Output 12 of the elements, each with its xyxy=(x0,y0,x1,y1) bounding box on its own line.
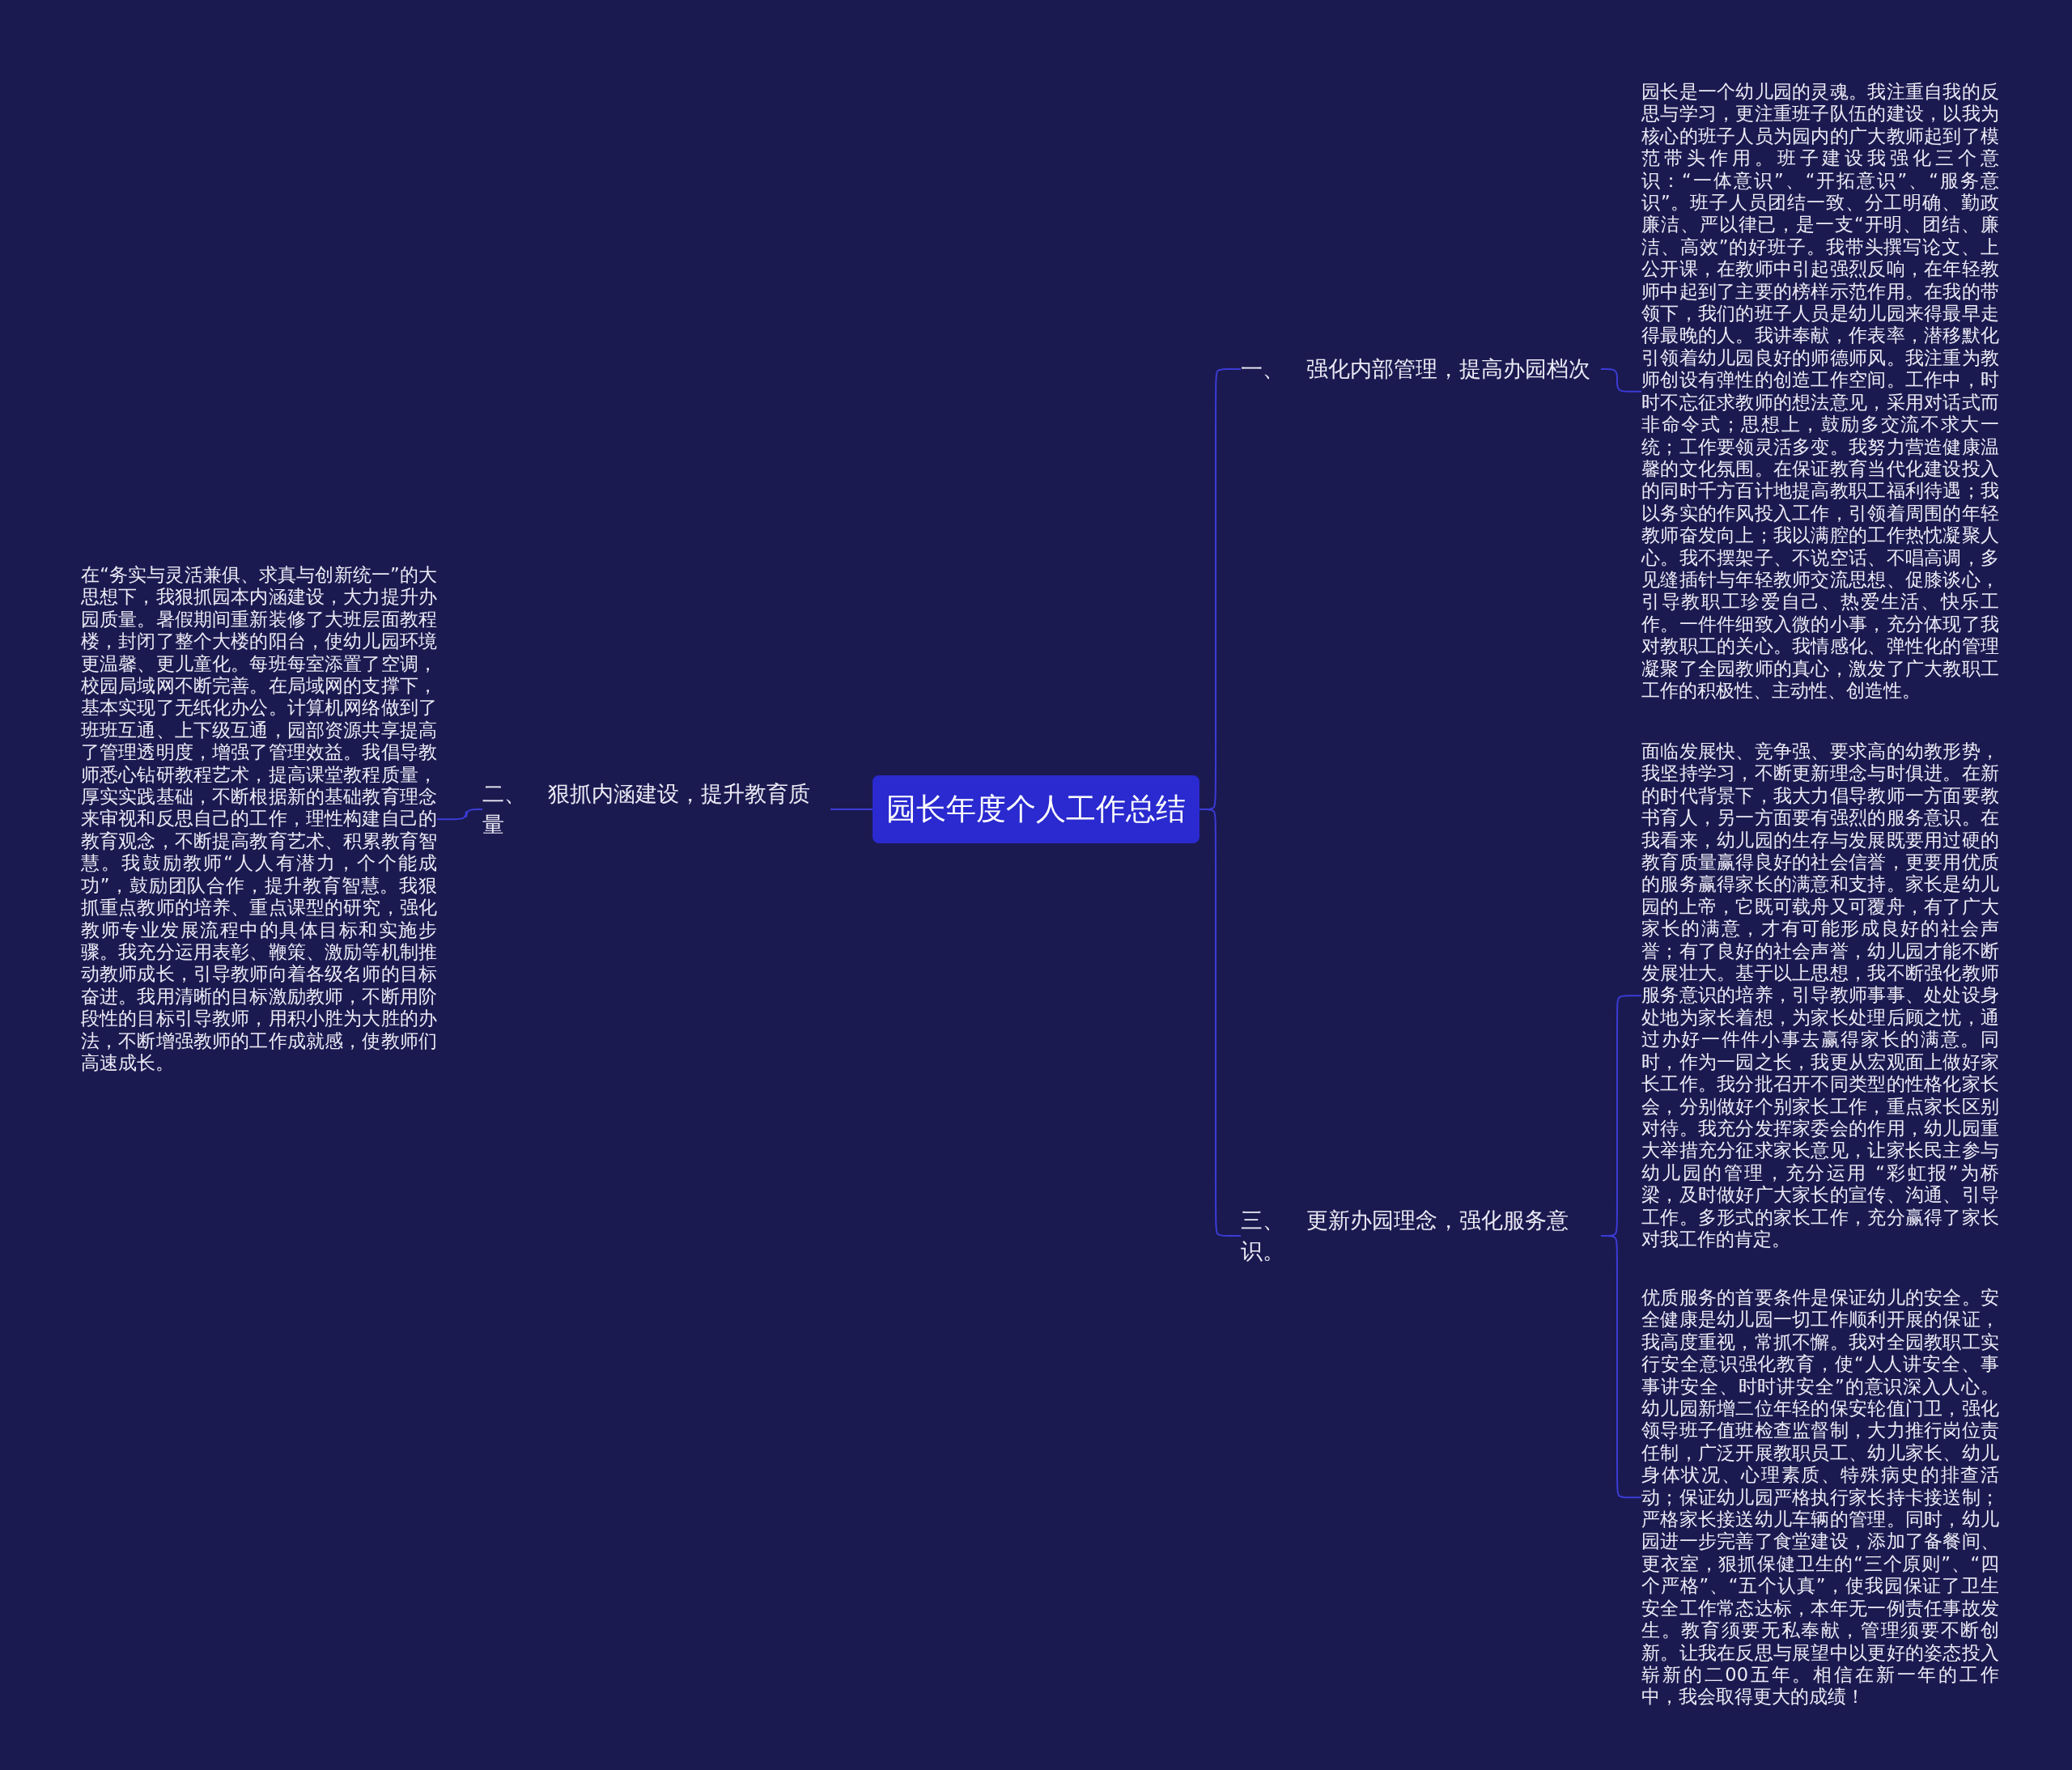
central-topic-box xyxy=(873,775,1199,843)
detail-text: 园长是一个幼儿园的灵魂。我注重自我的反思与学习，更注重班子队伍的建设，以我为核心的班子人员为园内的广大教师起到了模范带头作用。班子建设我强化三个意识：“一体意识”、“开拓意识”、“服务意识”。班子人员团结一致、分工明确、勤政廉洁、严以律已，是一支“开明、团结、廉洁、高效”的好班子。我带头撰写论文、上公开课，在教师中引起强烈反响，在年轻教师中起到了主要的榜样示范作用。在我的带领下，我们的班子人员是幼儿园来得最早走得最晚的人。我讲奉献，作表率，潜移默化引领着幼儿园良好的师德师风。我注重为教师创设有弹性的创造工作空间。工作中，时时不忘征求教师的想法意见，采用对话式而非命令式；思想上，鼓励多交流不求大一统；工作要领灵活多变。我努力营造健康温馨的文化氛围。在保证教育当代化建设投入的同时千方百计地提高教职工福利待遇；我以务实的作风投入工作，引领着周围的年轻教师奋发向上；我以满腔的工作热忱凝聚人心。我不摆架子、不说空话、不唱高调，多见缝插针与年轻教师交流思想、促膝谈心，引导教职工珍爱自己、热爱生活、快乐工作。一件件细致入微的小事，充分体现了我对教职工的关心。我情感化、弹性化的管理凝聚了全园教师的真心，激发了广大教职工工作的积极性、主动性、创造性。 xyxy=(1641,81,1999,702)
detail-text: 在“务实与灵活兼俱、求真与创新统一”的大思想下，我狠抓园本内涵建设，大力提升办园质量。暑假期间重新装修了大班层面教程楼，封闭了整个大楼的阳台，使幼儿园环境更温馨、更儿童化。每班每室添置了空调，校园局域网不断完善。在局域网的支撑下，基本实现了无纸化办公。计算机网络做到了班班互通、上下级互通，园部资源共享提高了管理透明度，增强了管理效益。我倡导教师悉心钻研教程艺术，提高课堂教程质量，厚实实践基础，不断根据新的基础教育理念来审视和反思自己的工作，理性构建自己的教育观念，不断提高教育艺术、积累教育智慧。我鼓励教师“人人有潜力，个个能成功”，鼓励团队合作，提升教育智慧。我狠抓重点教师的培养、重点课型的研究，强化教师专业发展流程中的具体目标和实施步骤。我充分运用表彰、鞭策、激励等机制推动教师成长，引导教师向着各级名师的目标奋进。我用清晰的目标激励教师，不断用阶段性的目标引导教师，用积小胜为大胜的办法，不断增强教师的工作成就感，使教师们高速成长。 xyxy=(81,564,437,1075)
connector-line xyxy=(1600,368,1642,393)
branch-topic: 一、 强化内部管理，提高办园档次 xyxy=(1241,355,1591,383)
connector-line xyxy=(830,809,873,810)
detail-text: 优质服务的首要条件是保证幼儿的安全。安全健康是幼儿园一切工作顺利开展的保证，我高度重视，常抓不懈。我对全园教职工实行安全意识强化教育，使“人人讲安全、事事讲安全、时时讲安全”的意识深入人心。幼儿园新增二位年轻的保安轮值门卫，强化领导班子值班检查监督制，大力推行岗位责任制，广泛开展教职员工、幼儿家长、幼儿身体状况、心理素质、特殊病史的排查活动；保证幼儿园严格执行家长持卡接送制；严格家长接送幼儿车辆的管理。同时，幼儿园进一步完善了食堂建设，添加了备餐间、更衣室，狠抓保健卫生的“三个原则”、“四个严格”、“五个认真”，使我园保证了卫生安全工作常态达标，本年无一例责任事故发生。教育须要无私奉献，管理须要不断创新。让我在反思与展望中以更好的姿态投入崭新的二00五年。相信在新一年的工作中，我会取得更大的成绩！ xyxy=(1641,1287,1999,1708)
branch-topic: 二、 狠抓内涵建设，提升教育质量 xyxy=(482,780,811,838)
connector-line xyxy=(436,809,483,821)
branch-topic: 三、 更新办园理念，强化服务意识。 xyxy=(1241,1207,1569,1265)
detail-text: 面临发展快、竞争强、要求高的幼教形势，我坚持学习，不断更新理念与时俱进。在新的时代背景下，我大力倡导教师一方面要教书育人，另一方面要有强烈的服务意识。在我看来，幼儿园的生存与发展既要用过硬的教育质量赢得良好的社会信誉，更要用优质的服务赢得家长的满意和支持。家长是幼儿园的上帝，它既可载舟又可覆舟，有了广大家长的满意，才有可能形成良好的社会声誉；有了良好的社会声誉，幼儿园才能不断发展壮大。基于以上思想，我不断强化教师服务意识的培养，引导教师事事、处处设身处地为家长着想，为家长处理后顾之忧，通过办好一件件小事去赢得家长的满意。同时，作为一园之长，我更从宏观面上做好家长工作。我分批召开不同类型的性格化家长会，分别做好个别家长工作，重点家长区别对待。我充分发挥家委会的作用，幼儿园重大举措充分征求家长意见，让家长民主参与幼儿园的管理，充分运用 “彩虹报”为桥梁，及时做好广大家长的宣传、沟通、引导工作。多形式的家长工作，充分赢得了家长对我工作的肯定。 xyxy=(1641,741,1999,1251)
topic-title: 园长年度个人工作总结 xyxy=(886,791,1186,828)
